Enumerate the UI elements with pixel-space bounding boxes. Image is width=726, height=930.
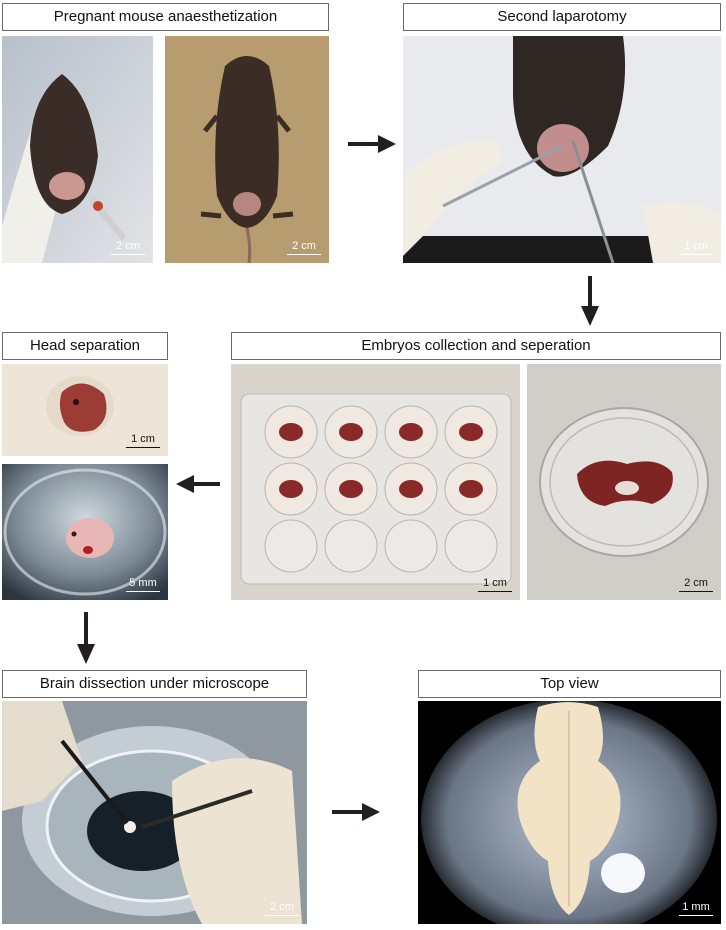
arrow-down-icon bbox=[581, 276, 599, 326]
photo-brain-top-view: 1 mm bbox=[418, 701, 721, 924]
title-brain-dissection: Brain dissection under microscope bbox=[2, 670, 307, 698]
scale-bar: 1 mm bbox=[679, 901, 713, 916]
arrow-down-icon bbox=[77, 612, 95, 664]
title-head-separation: Head separation bbox=[2, 332, 168, 360]
photo-brain-dissection: 2 cm bbox=[2, 701, 307, 924]
arrow-right-icon bbox=[348, 135, 396, 153]
scale-bar: 2 cm bbox=[679, 577, 713, 592]
scale-bar: 1 cm bbox=[679, 240, 713, 255]
title-embryos-collection: Embryos collection and seperation bbox=[231, 332, 721, 360]
scale-bar: 2 cm bbox=[111, 240, 145, 255]
title-second-laparotomy: Second laparotomy bbox=[403, 3, 721, 31]
photo-petri-dish: 2 cm bbox=[527, 364, 721, 600]
photo-mouse-supine: 2 cm bbox=[165, 36, 329, 263]
photo-mouse-held: 2 cm bbox=[2, 36, 153, 263]
arrow-left-icon bbox=[176, 475, 220, 493]
photo-second-laparotomy: 1 cm bbox=[403, 36, 721, 263]
title-top-view: Top view bbox=[418, 670, 721, 698]
scale-bar: 1 cm bbox=[126, 433, 160, 448]
scale-bar: 2 cm bbox=[287, 240, 321, 255]
title-pregnant-mouse-anaesthetization: Pregnant mouse anaesthetization bbox=[2, 3, 329, 31]
scale-bar: 1 cm bbox=[478, 577, 512, 592]
photo-head-in-dish: 5 mm bbox=[2, 464, 168, 600]
photo-well-plate: 1 cm bbox=[231, 364, 520, 600]
arrow-right-icon bbox=[332, 803, 380, 821]
scale-bar: 5 mm bbox=[126, 577, 160, 592]
photo-embryo-head: 1 cm bbox=[2, 364, 168, 456]
scale-bar: 2 cm bbox=[265, 901, 299, 916]
